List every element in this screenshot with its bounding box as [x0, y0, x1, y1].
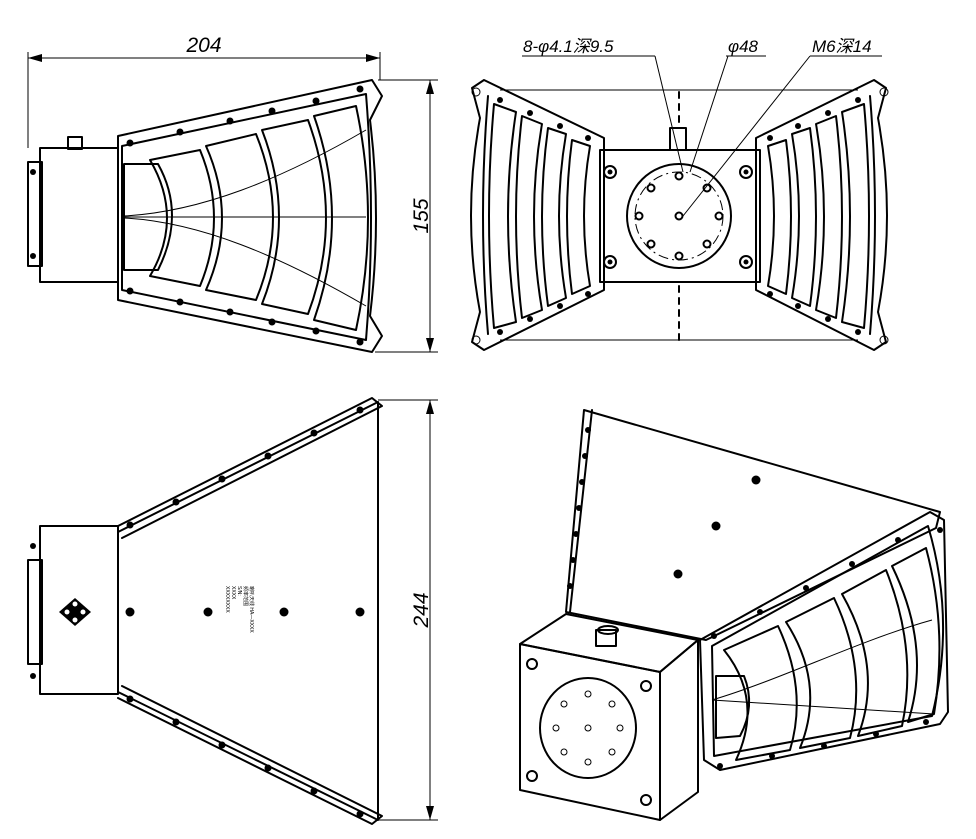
iso-edge-bolts-front: [711, 527, 943, 769]
rear-flange: [27, 161, 43, 267]
iso-top-connector: [595, 629, 617, 647]
nameplate-line-1: 喇叭天线 HA—XXXX: [248, 586, 255, 633]
rear-flange-top: [27, 559, 43, 665]
fin-1: [149, 149, 215, 287]
fin-2: [205, 133, 274, 301]
waveguide-box: [39, 147, 119, 283]
callout-thread: M6深14: [812, 37, 872, 56]
iso-horn-aperture: [699, 511, 949, 771]
dimension-width: 244: [378, 399, 438, 821]
side-view: 204 155: [27, 34, 438, 353]
iso-edge-bolts-top: [567, 427, 761, 589]
connector-symbol: [59, 598, 91, 626]
flange-circle: [626, 163, 732, 269]
nameplate: 喇叭天线 HA—XXXX 频率范围 S/N: XXXX XXXXXXXX: [224, 586, 255, 633]
dimension-length-label: 204: [185, 34, 221, 57]
left-flare: [470, 79, 605, 351]
iso-flange-holes: [552, 690, 624, 766]
callout-flange: φ48: [728, 37, 759, 56]
dimension-height-label: 155: [410, 198, 433, 233]
iso-flange-circle: [539, 677, 637, 779]
iso-box-side: [659, 639, 699, 821]
iso-top-plate: [565, 409, 941, 641]
dimension-length: 204: [27, 34, 381, 148]
top-view: 244 喇叭天线 HA—XXXX 频率范围 S/N:: [27, 397, 438, 825]
horn-top-plate: [117, 401, 379, 821]
nameplate-line-5: XXXXXXXX: [224, 586, 230, 613]
nameplate-line-2: 频率范围: [242, 586, 249, 606]
flange-block: [599, 149, 761, 283]
horn-plate: [117, 79, 383, 353]
dimension-width-label: 244: [410, 592, 433, 628]
edge-bolts-side: [126, 85, 364, 346]
edge-bolts-front: [471, 87, 889, 345]
top-connector: [67, 136, 83, 150]
iso-box-bolts: [526, 658, 652, 806]
right-flare: [755, 79, 888, 351]
horn-throat: [123, 163, 173, 271]
nameplate-line-4: XXXX: [230, 586, 236, 600]
callout-holes: 8-φ4.1深9.5: [523, 37, 614, 56]
top-connector-front: [669, 127, 687, 151]
front-view: 8-φ4.1深9.5 φ48 M6深14: [470, 37, 889, 351]
isometric-view: [519, 409, 949, 821]
flange-holes: [634, 171, 724, 261]
fin-4: [313, 105, 369, 331]
callouts: 8-φ4.1深9.5 φ48 M6深14: [522, 37, 882, 217]
dimension-height: 155: [375, 79, 438, 353]
fin-3: [261, 119, 327, 315]
nameplate-line-3: S/N:: [236, 586, 242, 596]
edge-bolts-top: [125, 406, 365, 818]
